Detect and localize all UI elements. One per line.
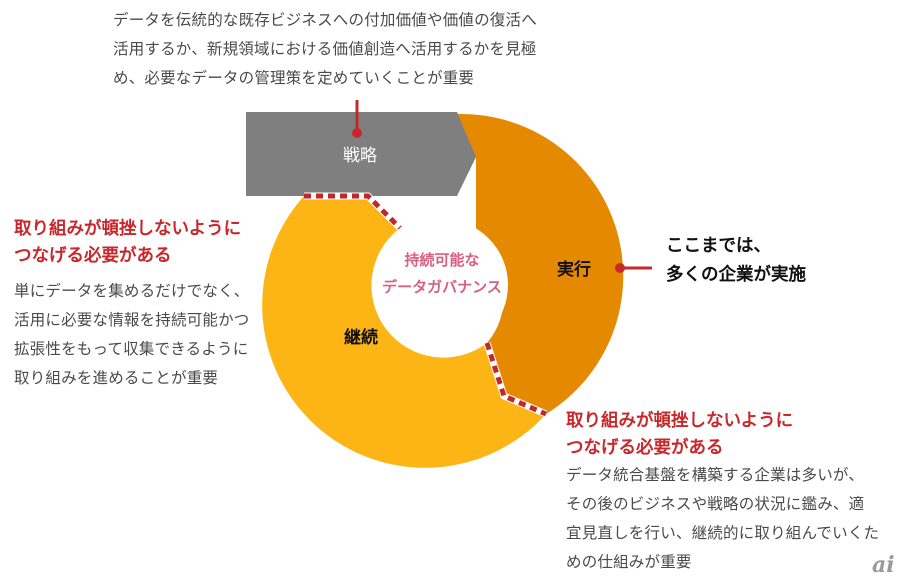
text-line: 活用に必要な情報を持続可能かつ [14, 311, 250, 329]
strategy-label: 戦略 [343, 146, 377, 166]
strategy-description: データを伝統的な既存ビジネスへの付加価値や価値の復活へ 活用するか、新規領域にお… [113, 6, 537, 93]
text-line: 取り組みを進めることが重要 [14, 369, 219, 387]
text-line: め、必要なデータの管理策を定めていくことが重要 [113, 69, 475, 87]
text-line: データを伝統的な既存ビジネスへの付加価値や価値の復活へ [113, 11, 537, 29]
text-line: 単にデータを集めるだけでなく、 [14, 282, 250, 300]
callout-line: ここまでは、 [666, 236, 771, 256]
execution-callout: ここまでは、 多くの企業が実施 [666, 232, 806, 290]
continuation-segment [262, 196, 546, 468]
text-line: めの仕組みが重要 [566, 553, 692, 571]
text-line: データ統合基盤を構築する企業は多いが、 [566, 466, 864, 484]
continuation-label: 継続 [344, 327, 378, 348]
text-line: その後のビジネスや戦略の状況に鑑み、適 [566, 495, 865, 513]
heading-line: 取り組みが頓挫しないように [566, 411, 794, 431]
heading-line: つなげる必要がある [566, 438, 724, 458]
text-line: 拡張性をもって収集できるように [14, 340, 249, 358]
callout-line: 多くの企業が実施 [666, 265, 806, 285]
dashed-boundary [304, 192, 548, 418]
bottom-heading: 取り組みが頓挫しないように つなげる必要がある [566, 408, 793, 462]
text-line: 活用するか、新規領域における価値創造へ活用するかを見極 [113, 40, 537, 58]
text-line: 宜見直しを行い、継続的に取り組んでいくた [566, 524, 880, 542]
execution-segment [457, 113, 624, 414]
strategy-arrow [246, 112, 476, 196]
site-logo: ai [872, 552, 895, 578]
execution-label: 実行 [557, 259, 591, 280]
heading-line: 取り組みが頓挫しないように [14, 219, 242, 239]
center-hole [376, 219, 508, 351]
center-label-line2: データガバナンス [382, 278, 502, 296]
left-heading: 取り組みが頓挫しないように つなげる必要がある [14, 216, 241, 270]
left-description: 単にデータを集めるだけでなく、 活用に必要な情報を持続可能かつ 拡張性をもって収… [14, 277, 250, 393]
strategy-connector-dot [352, 128, 362, 138]
bottom-description: データ統合基盤を構築する企業は多いが、 その後のビジネスや戦略の状況に鑑み、適 … [566, 461, 879, 577]
center-label-line1: 持続可能な [404, 251, 479, 269]
heading-line: つなげる必要がある [14, 246, 172, 266]
